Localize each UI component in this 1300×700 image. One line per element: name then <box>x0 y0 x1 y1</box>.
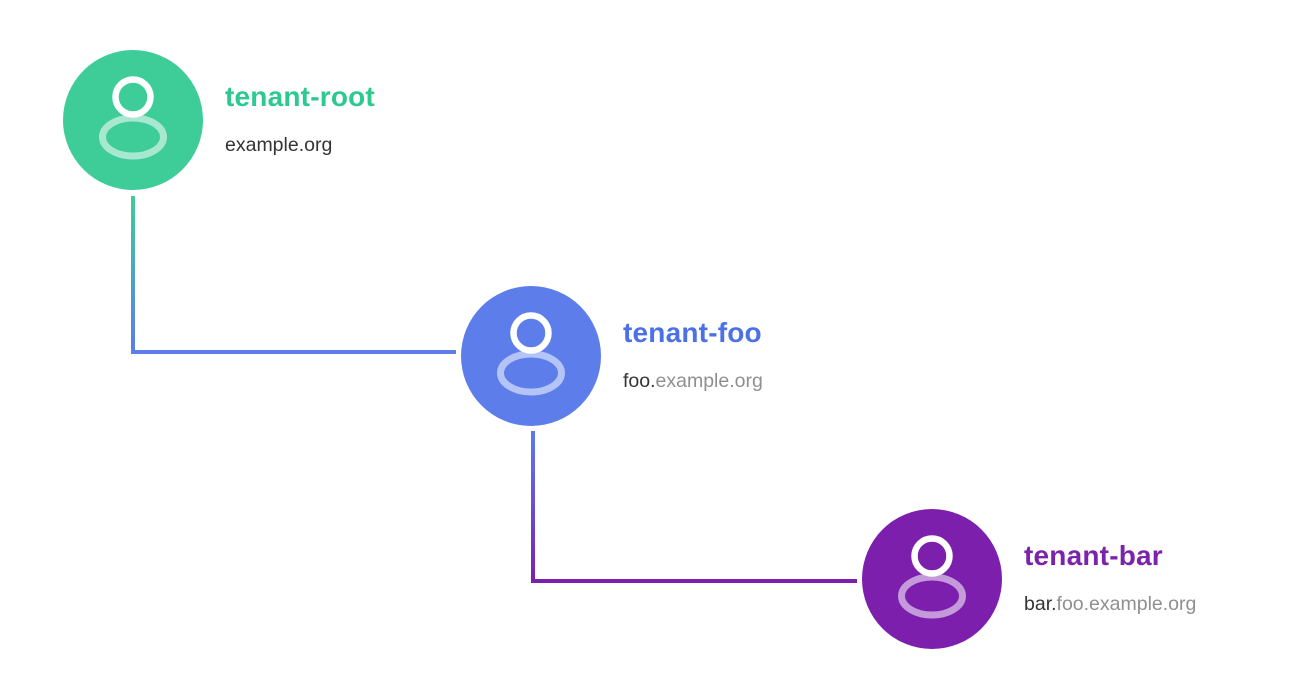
node-text-block: tenant-bar bar.foo.example.org <box>1024 509 1196 615</box>
node-tenant-foo: tenant-foo foo.example.org <box>461 286 763 426</box>
tenant-bar-avatar <box>862 509 1002 649</box>
person-icon <box>497 312 565 396</box>
node-domain: foo.example.org <box>623 371 763 392</box>
domain-own-part: foo. <box>623 370 656 392</box>
domain-inherited-part: foo.example.org <box>1056 593 1197 615</box>
person-icon <box>99 76 167 160</box>
node-text-block: tenant-root example.org <box>225 50 375 156</box>
tenant-foo-avatar <box>461 286 601 426</box>
person-icon <box>898 535 966 619</box>
domain-inherited-part: example.org <box>655 370 763 392</box>
node-tenant-bar: tenant-bar bar.foo.example.org <box>862 509 1196 649</box>
node-domain: example.org <box>225 135 375 156</box>
node-tenant-root: tenant-root example.org <box>63 50 375 190</box>
domain-own-part: example.org <box>225 134 333 156</box>
connector-root-to-foo <box>131 196 456 354</box>
node-text-block: tenant-foo foo.example.org <box>623 286 763 392</box>
node-title: tenant-root <box>225 81 375 112</box>
node-title: tenant-bar <box>1024 540 1163 571</box>
node-domain: bar.foo.example.org <box>1024 594 1196 615</box>
domain-own-part: bar. <box>1024 593 1057 615</box>
node-title: tenant-foo <box>623 317 762 348</box>
tenant-root-avatar <box>63 50 203 190</box>
connector-foo-to-bar <box>531 431 857 583</box>
